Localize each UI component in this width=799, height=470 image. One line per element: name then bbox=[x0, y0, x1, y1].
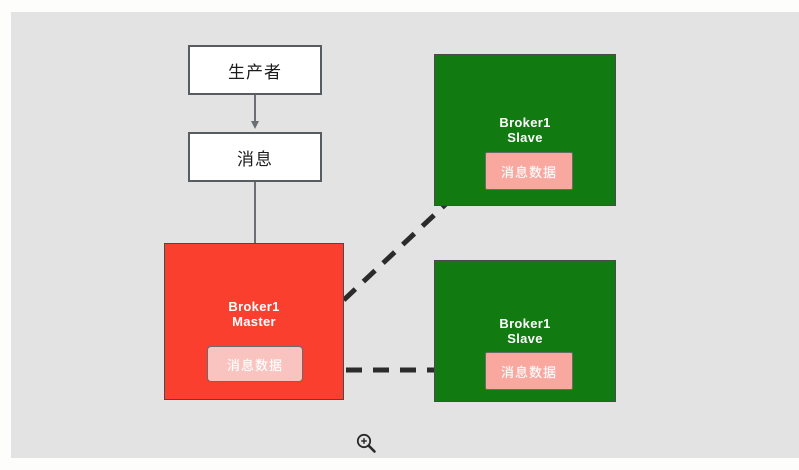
message-label: 消息 bbox=[237, 149, 273, 170]
broker-slave-top-title-line1: Broker1 bbox=[499, 115, 551, 130]
broker-slave-bottom-data-chip[interactable]: 消息数据 bbox=[485, 352, 573, 390]
zoom-in-icon[interactable] bbox=[353, 430, 379, 456]
producer-label: 生产者 bbox=[228, 62, 282, 83]
broker-slave-top-title: Broker1 Slave bbox=[435, 115, 615, 145]
broker-slave-top-data-chip[interactable]: 消息数据 bbox=[485, 152, 573, 190]
broker-slave-bottom-title-line1: Broker1 bbox=[499, 316, 551, 331]
broker-slave-bottom-title: Broker1 Slave bbox=[435, 316, 615, 346]
broker-slave-top-data-chip-label: 消息数据 bbox=[500, 165, 557, 181]
broker-master-title-line2: Master bbox=[232, 314, 276, 329]
broker-slave-top-title-line2: Slave bbox=[507, 130, 543, 145]
producer-box[interactable]: 生产者 bbox=[188, 45, 322, 95]
broker-master-data-chip-label: 消息数据 bbox=[226, 358, 283, 374]
broker-master-data-chip[interactable]: 消息数据 bbox=[207, 346, 303, 382]
message-box[interactable]: 消息 bbox=[188, 132, 322, 182]
zoom-in-magnifier-icon bbox=[356, 433, 376, 453]
broker-master-title-line1: Broker1 bbox=[228, 299, 280, 314]
broker-slave-bottom-title-line2: Slave bbox=[507, 331, 543, 346]
broker-master-title: Broker1 Master bbox=[165, 299, 343, 329]
broker-slave-bottom-data-chip-label: 消息数据 bbox=[500, 365, 557, 381]
diagram-canvas bbox=[11, 12, 799, 458]
